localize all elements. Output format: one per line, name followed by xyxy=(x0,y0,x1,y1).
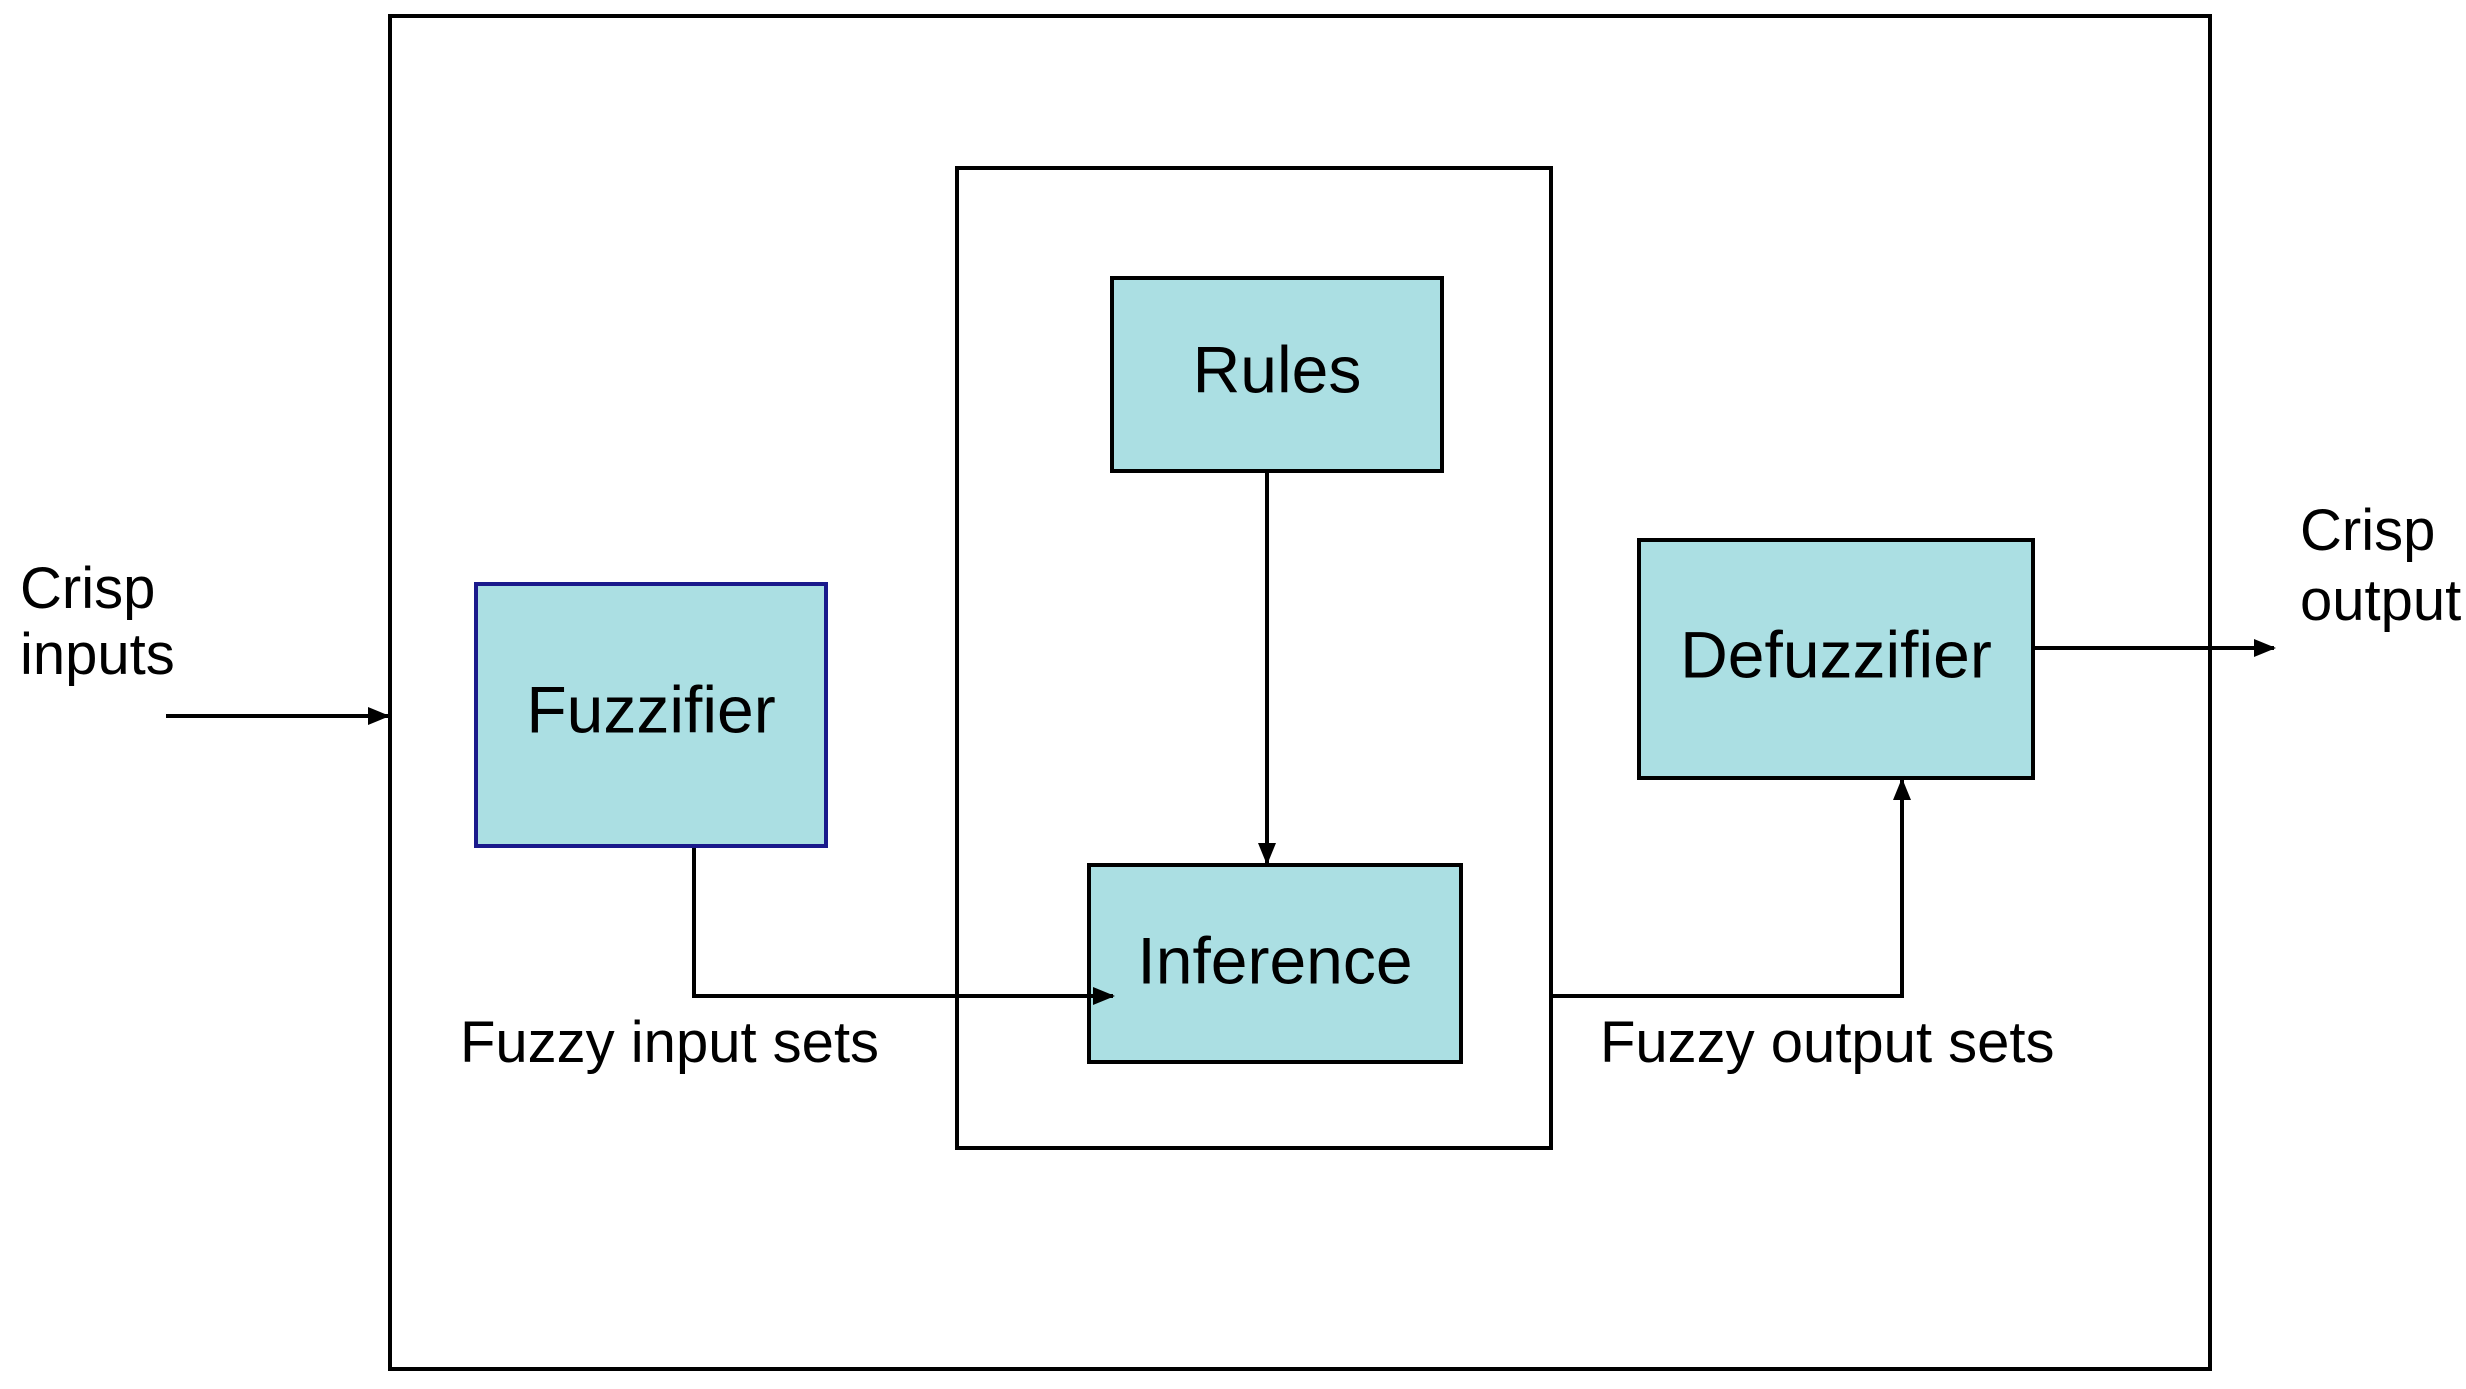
inference-box xyxy=(1087,863,1463,1064)
inference-label: Inference xyxy=(1137,923,1412,997)
defuzzifier-box xyxy=(1637,538,2035,780)
fuzzifier-box xyxy=(474,582,828,848)
fuzzy-input-sets-label: Fuzzy input sets xyxy=(460,1010,879,1075)
crisp-output-label-line2: output xyxy=(2300,568,2461,633)
fuzzifier-label: Fuzzifier xyxy=(526,672,775,746)
crisp-inputs-label-line1: Crisp xyxy=(20,556,155,621)
defuzzifier-block: Defuzzifier xyxy=(1637,538,2035,780)
fuzzy-output-sets-label: Fuzzy output sets xyxy=(1600,1010,2055,1075)
rules-box xyxy=(1110,276,1444,473)
crisp-inputs-label-line2: inputs xyxy=(20,622,175,687)
inference-to-defuzzifier-arrow xyxy=(1553,778,1911,998)
crisp-output-label-line1: Crisp xyxy=(2300,498,2435,563)
rules-label: Rules xyxy=(1193,332,1362,406)
fuzzifier-to-inference-arrow xyxy=(692,848,1115,1005)
inference-block: Inference xyxy=(1087,863,1463,1064)
defuzzifier-label: Defuzzifier xyxy=(1680,617,1992,691)
system-boundary xyxy=(388,14,2212,1371)
fuzzifier-block: Fuzzifier xyxy=(474,582,828,848)
rules-block: Rules xyxy=(1110,276,1444,473)
inference-engine-boundary xyxy=(955,166,1553,1150)
